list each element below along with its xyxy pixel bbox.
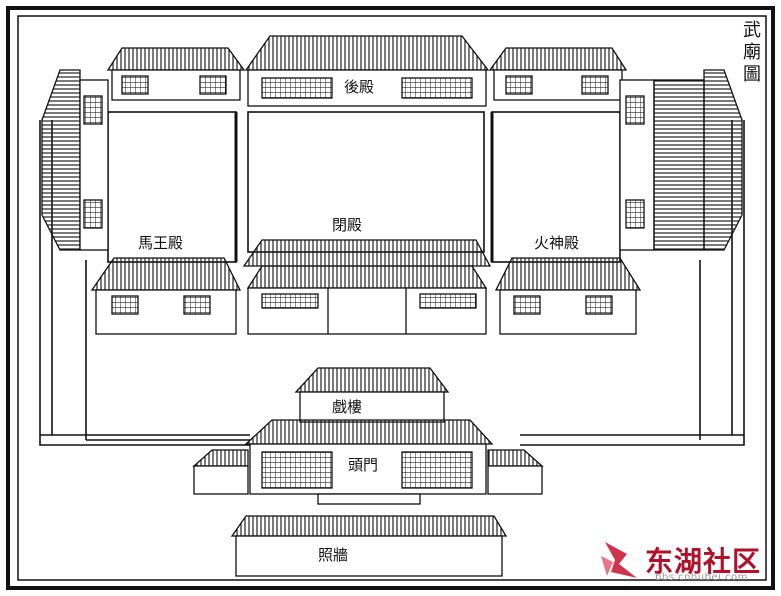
- watermark-url: bbs.cnhubei.com: [655, 572, 748, 583]
- watermark-emblem-icon: [601, 542, 637, 578]
- fire-god-hall-label: 火神殿: [534, 234, 580, 252]
- main-hall-label: 閉殿: [332, 216, 363, 234]
- watermark-logo: 东湖社区 bbs.cnhubei.com: [597, 536, 767, 584]
- horse-king-hall-label: 馬王殿: [138, 234, 184, 252]
- drawing-title: 武廟圖: [740, 20, 761, 86]
- rear-hall-label: 後殿: [344, 78, 375, 96]
- head-gate-label: 頭門: [348, 456, 379, 474]
- opera-tower-label: 戲樓: [332, 398, 363, 416]
- screen-wall-label: 照牆: [318, 546, 349, 564]
- watermark-name: 东湖社区: [645, 545, 762, 578]
